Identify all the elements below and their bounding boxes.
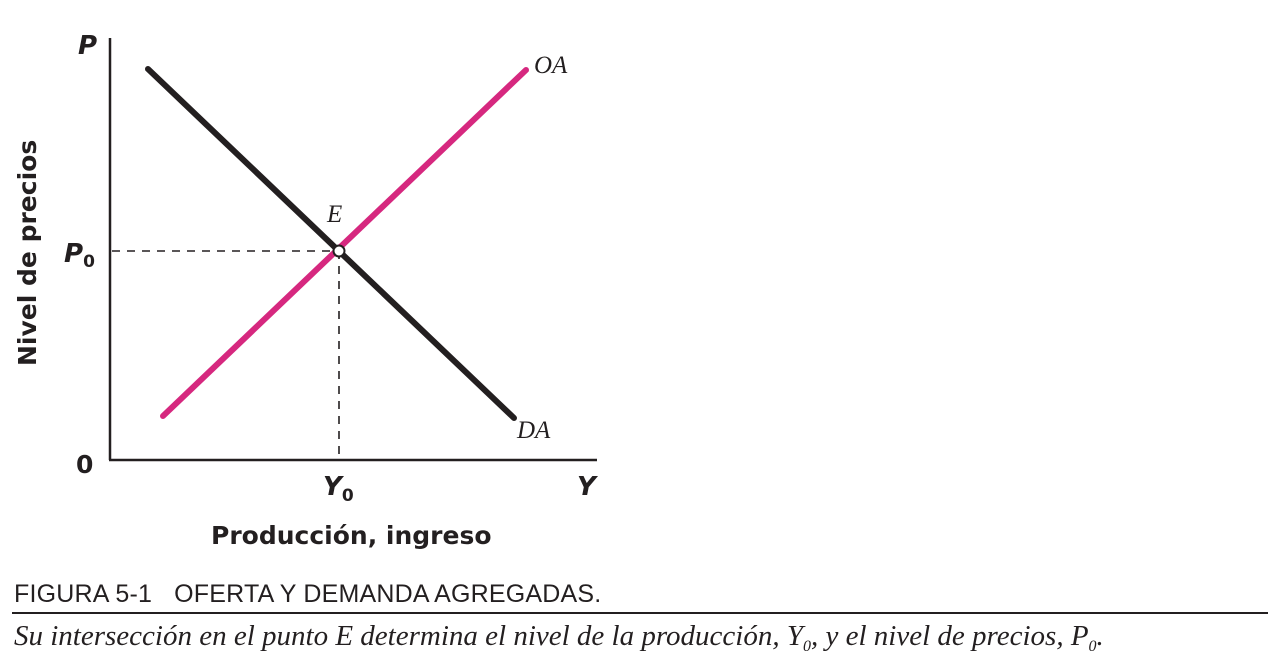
p0-label: P0 <box>64 239 95 272</box>
supply-curve <box>160 67 529 419</box>
supply-curve-label: OA <box>534 52 568 79</box>
demand-curve <box>145 66 517 421</box>
x-axis-title: Producción, ingreso <box>211 521 492 550</box>
demand-curve-label: DA <box>516 417 551 444</box>
caption-subscript: 0 <box>1088 638 1097 655</box>
caption-subscript: 0 <box>803 638 811 655</box>
y-axis-title: Nivel de precios <box>13 140 42 366</box>
aggregate-supply-demand-diagram: P Y 0 P0 Y0 Producción, ingreso Nivel de… <box>13 31 599 550</box>
figure-caption-text: Su intersección en el punto E determina … <box>14 620 1104 656</box>
equilibrium-point <box>332 244 346 258</box>
figure-title: OFERTA Y DEMANDA AGREGADAS. <box>174 580 602 608</box>
x-axis-symbol: Y <box>577 472 599 502</box>
equilibrium-label: E <box>326 201 342 228</box>
caption-divider <box>12 612 1268 614</box>
figure-number: FIGURA 5-1 <box>14 580 153 608</box>
caption-text-part: Su intersección en el punto E determina … <box>14 620 803 652</box>
caption-text-part: , y el nivel de precios, P <box>811 620 1089 652</box>
y-axis-symbol: P <box>78 31 97 61</box>
caption-text-part: . <box>1096 620 1104 652</box>
origin-label: 0 <box>76 450 93 479</box>
y0-label: Y0 <box>323 472 354 506</box>
figure-caption-title: FIGURA 5-1 OFERTA Y DEMANDA AGREGADAS. <box>14 580 601 609</box>
